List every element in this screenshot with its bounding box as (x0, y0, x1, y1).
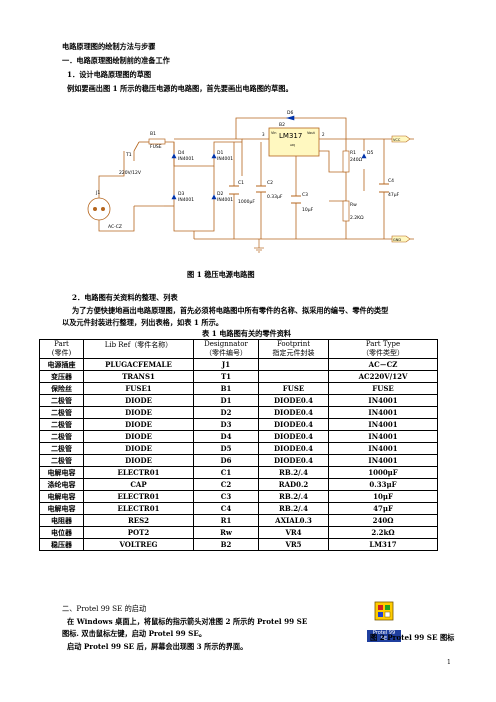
protel-icon-label: Protel 99 SE (367, 630, 401, 642)
label-c3: C3 (302, 192, 308, 198)
paragraph-1: 例如要画出图 1 所示的稳压电源的电路图，首先要画出电路图的草图。 (67, 84, 293, 93)
label-c1-value: 1000μF (238, 199, 255, 205)
label-d4: D4 (178, 150, 184, 156)
document-heading: 电路原理图的绘制方法与步骤 (62, 42, 156, 51)
label-r1-value: 240Ω (350, 157, 363, 163)
label-c1: C1 (238, 180, 244, 186)
label-pin2: 2 (322, 132, 325, 137)
figure-1-caption: 图 1 稳压电源电路图 (187, 270, 255, 279)
paragraph-3-line-1: 在 Windows 桌面上，将鼠标的指示箭头对准图 2 所示的 Protel 9… (67, 617, 308, 626)
label-fuse: FUSE (150, 144, 162, 150)
paragraph-4: 启动 Protel 99 SE 后，屏幕会出现图 3 所示的界面。 (67, 642, 248, 651)
label-j1: J1 (95, 190, 100, 196)
label-pin3: 3 (262, 132, 265, 137)
table-header-row: Part(零件) Lib Ref（零件名称） Designnator（零件编号）… (39, 339, 438, 359)
label-vin: Vin (271, 131, 277, 135)
protel-logo-icon (374, 601, 394, 621)
label-ac220: 220V/12V (119, 170, 142, 176)
header-libref: Lib Ref（零件名称） (83, 339, 194, 359)
label-lm317: LM317 (279, 132, 302, 140)
label-d1-value: IN4001 (217, 156, 233, 162)
label-c4: C4 (388, 178, 394, 184)
label-d2: D2 (217, 191, 223, 197)
header-parttype: Part Type（零件类型） (328, 339, 438, 359)
step-1-title: 1．设计电路原理图的草图 (67, 70, 152, 79)
paragraph-3-line-2: 图标. 双击鼠标左键，启动 Protel 99 SE。 (62, 629, 207, 638)
header-designator: Designnator（零件编号） (193, 339, 259, 359)
header-part: Part(零件) (39, 339, 84, 359)
label-b1: B1 (150, 131, 156, 137)
paragraph-2-line-1: 为了方便快捷地画出电路原理图，首先必须将电路图中所有零件的名称、拟采用的编号、零… (72, 306, 389, 315)
parts-table: Part(零件) Lib Ref（零件名称） Designnator（零件编号）… (39, 339, 438, 551)
label-d1: D1 (217, 150, 223, 156)
paragraph-2-line-2: 以及元件封装进行整理，列出表格，如表 1 所示。 (62, 318, 223, 327)
label-d2-value: IN4001 (217, 197, 233, 203)
label-accz: AC-CZ (108, 224, 122, 230)
label-d3: D3 (178, 191, 184, 197)
label-c3-value: 10μF (302, 207, 314, 213)
label-vout: Vout (307, 131, 315, 135)
label-d3-value: IN4001 (178, 197, 194, 203)
label-rw-value: 2.2KΩ (350, 215, 364, 221)
label-c2-value: 0.33μF (267, 194, 283, 200)
step-2-title: 2．电路图有关资料的整理、列表 (72, 293, 178, 302)
protel-99se-icon[interactable]: Protel 99 SE (367, 600, 401, 642)
section-1-title: 一．电路原理图绘制前的准备工作 (62, 56, 170, 65)
label-d6: D6 (287, 110, 293, 116)
label-d4-value: IN4001 (178, 156, 194, 162)
label-rw: Rw (350, 202, 357, 208)
label-vcc: VCC (393, 138, 401, 142)
label-t1: T1 (125, 152, 132, 158)
table-1-caption: 表 1 电路图有关的零件资料 (202, 329, 292, 338)
label-c2: C2 (267, 180, 273, 186)
page-number: 1 (447, 659, 451, 666)
label-adj: ADJ (290, 143, 295, 147)
regulator-box (268, 127, 320, 157)
label-d5: D5 (367, 150, 373, 156)
label-r1: R1 (350, 150, 356, 156)
power-supply-schematic: D6 B2 B1 FUSE T1 J1 220V/12V AC-CZ D4 IN… (87, 110, 414, 253)
section-2-title: 二、Protel 99 SE 的启动 (62, 604, 147, 613)
label-b2: B2 (279, 122, 285, 128)
label-c4-value: 47μF (388, 192, 400, 198)
figure-2-caption: 图 2 Protel 99 SE 图标 (370, 633, 455, 642)
label-gnd: GND (393, 238, 401, 242)
